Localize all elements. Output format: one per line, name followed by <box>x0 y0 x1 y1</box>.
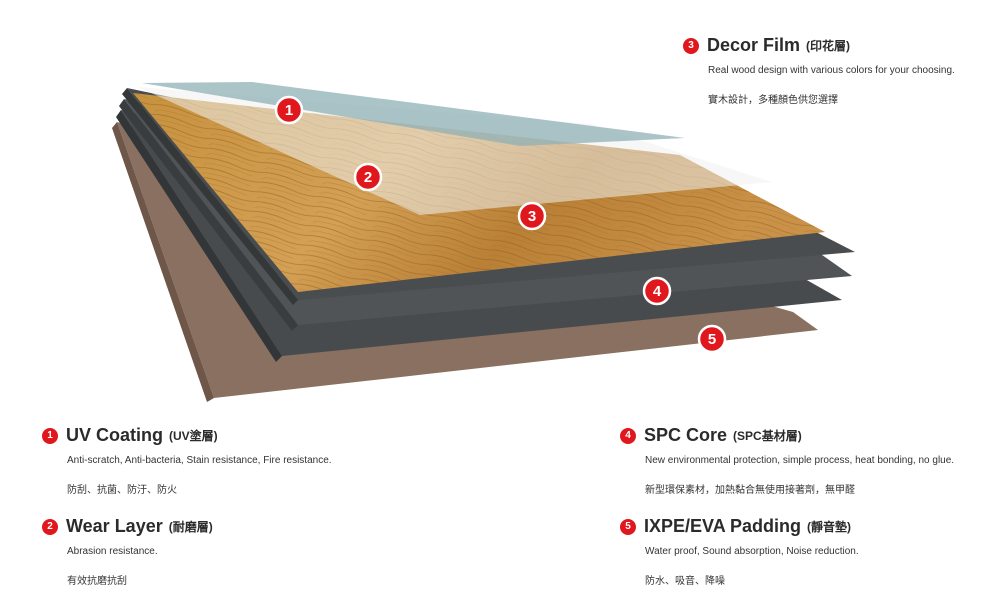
uv-coating-layer <box>142 82 685 146</box>
spc-core-subtitle: (SPC基材層) <box>733 429 802 443</box>
wear-layer-title: Wear Layer <box>66 516 163 536</box>
marker-5: 5 <box>697 324 727 354</box>
padding-subtitle: (靜音墊) <box>807 520 852 534</box>
decor-film-subtitle: (印花層) <box>806 39 851 53</box>
marker-2: 2 <box>353 162 383 192</box>
marker-5-label: 5 <box>708 331 716 348</box>
marker-1: 1 <box>274 95 304 125</box>
decor-film-description-zh: 實木設計，多種顏色供您選擇 <box>708 95 838 106</box>
uv-coating-info: 1 UV Coating (UV塗層) Anti-scratch, Anti-b… <box>42 425 332 496</box>
padding-badge: 5 <box>620 518 636 535</box>
decor-film-badge: 3 <box>683 37 699 54</box>
uv-coating-subtitle: (UV塗層) <box>169 429 218 443</box>
marker-4: 4 <box>642 276 672 306</box>
wear-layer-subtitle: (耐磨層) <box>168 520 213 534</box>
padding-description: Water proof, Sound absorption, Noise red… <box>645 546 859 557</box>
decor-film-description: Real wood design with various colors for… <box>708 65 955 76</box>
padding-title: IXPE/EVA Padding <box>644 516 802 536</box>
padding-description-zh: 防水、吸音、降噪 <box>645 576 725 587</box>
wear-layer-description: Abrasion resistance. <box>67 546 158 557</box>
marker-1-label: 1 <box>285 102 293 119</box>
marker-3-label: 3 <box>528 208 536 225</box>
uv-coating-description: Anti-scratch, Anti-bacteria, Stain resis… <box>67 455 332 466</box>
wear-layer-description-zh: 有效抗磨抗刮 <box>67 576 127 587</box>
marker-4-label: 4 <box>653 283 662 300</box>
padding-info: 5 IXPE/EVA Padding (靜音墊) Water proof, So… <box>620 516 859 587</box>
spc-core-title: SPC Core <box>644 425 728 445</box>
uv-coating-title: UV Coating <box>66 425 163 445</box>
flooring-layers-illustration: 1 2 3 4 5 <box>112 82 855 402</box>
spc-core-info: 4 SPC Core (SPC基材層) New environmental pr… <box>620 425 954 496</box>
marker-3: 3 <box>517 201 547 231</box>
decor-film-info: 3 Decor Film (印花層) Real wood design with… <box>683 35 955 106</box>
decor-film-title: Decor Film <box>707 35 801 55</box>
uv-coating-badge: 1 <box>42 427 58 444</box>
uv-coating-description-zh: 防刮、抗菌、防汙、防火 <box>67 485 177 496</box>
spc-core-description: New environmental protection, simple pro… <box>645 455 955 466</box>
spc-core-description-zh: 新型環保素材，加熱黏合無使用接著劑，無甲醛 <box>645 485 855 496</box>
spc-core-badge: 4 <box>620 427 636 444</box>
marker-2-label: 2 <box>364 169 372 186</box>
wear-layer-badge: 2 <box>42 518 58 535</box>
wear-layer-info: 2 Wear Layer (耐磨層) Abrasion resistance. … <box>42 516 213 587</box>
